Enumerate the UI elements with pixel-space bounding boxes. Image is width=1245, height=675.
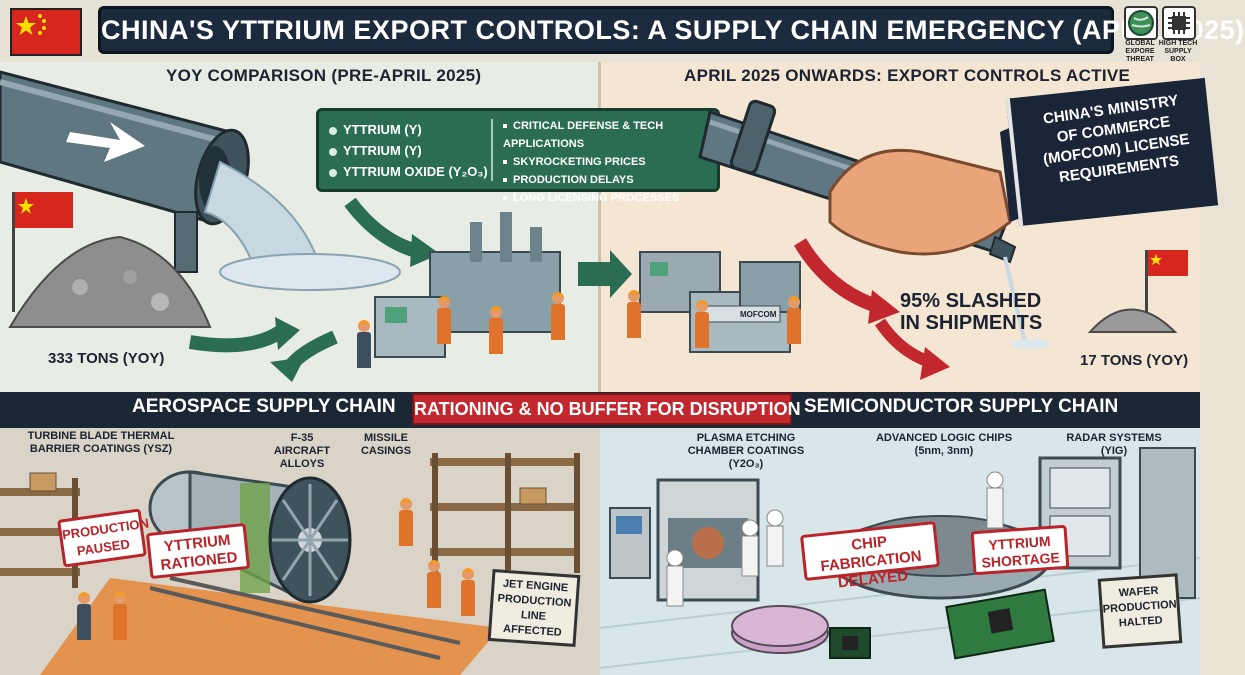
worker-icon bbox=[358, 320, 370, 332]
worker-icon bbox=[461, 580, 475, 616]
worker-icon bbox=[113, 604, 127, 640]
impact-item: SKYROCKETING PRICES bbox=[513, 156, 646, 168]
globe-icon bbox=[1124, 6, 1158, 40]
element-list: YTTRIUM (Y) YTTRIUM (Y) YTTRIUM OXIDE (Y… bbox=[329, 119, 488, 182]
impact-item: PRODUCTION DELAYS bbox=[513, 174, 634, 186]
worker-icon bbox=[400, 498, 412, 510]
worker-icon bbox=[114, 592, 126, 604]
chip-icon bbox=[1162, 6, 1196, 40]
worker-icon bbox=[551, 304, 565, 340]
impact-item: CRITICAL DEFENSE & TECH APPLICATIONS bbox=[503, 120, 664, 150]
shipment-cut-stat: 95% SLASHED IN SHIPMENTS bbox=[900, 290, 1042, 334]
factory-panel-label: MOFCOM bbox=[740, 310, 777, 319]
plasma-coatings-label: PLASMA ETCHING CHAMBER COATINGS (Y2O₃) bbox=[687, 432, 805, 470]
worker-icon bbox=[437, 308, 451, 344]
panel-divider bbox=[598, 62, 601, 428]
worker-icon bbox=[399, 510, 413, 546]
china-flag-icon bbox=[10, 8, 82, 56]
worker-icon bbox=[427, 572, 441, 608]
export-controls-heading: APRIL 2025 ONWARDS: EXPORT CONTROLS ACTI… bbox=[684, 66, 1131, 85]
pre-april-illustration bbox=[0, 70, 561, 382]
page-title: CHINA'S YTTRIUM EXPORT CONTROLS: A SUPPL… bbox=[98, 6, 1244, 54]
worker-icon bbox=[462, 568, 474, 580]
bullet-icon bbox=[503, 124, 507, 129]
worker-icon bbox=[552, 292, 564, 304]
impact-item: LONG LICENSING PROCESSES bbox=[513, 192, 680, 204]
worker-icon bbox=[357, 332, 371, 368]
worker-icon bbox=[428, 560, 440, 572]
jet-engine-sign: JET ENGINE PRODUCTION LINE AFFECTED bbox=[487, 569, 581, 647]
worker-icon bbox=[787, 308, 801, 344]
bullet-icon bbox=[329, 126, 337, 135]
bullet-icon bbox=[503, 160, 507, 165]
worker-icon bbox=[695, 312, 709, 348]
bullet-icon bbox=[503, 196, 507, 201]
element-item: YTTRIUM (Y) bbox=[343, 143, 422, 158]
worker-icon bbox=[78, 592, 90, 604]
yttrium-info-box: YTTRIUM (Y) YTTRIUM (Y) YTTRIUM OXIDE (Y… bbox=[316, 108, 720, 204]
worker-icon bbox=[696, 300, 708, 312]
info-divider bbox=[491, 119, 493, 181]
worker-icon bbox=[628, 290, 640, 302]
yttrium-shortage-stamp: YTTRIUM SHORTAGE bbox=[970, 524, 1070, 576]
pre-april-heading: YOY COMPARISON (PRE-APRIL 2025) bbox=[166, 66, 482, 85]
element-item: YTTRIUM (Y) bbox=[343, 122, 422, 137]
logic-chips-label: ADVANCED LOGIC CHIPS (5nm, 3nm) bbox=[875, 432, 1013, 457]
worker-icon bbox=[627, 302, 641, 338]
chip-icon-label: HIGH TECH SUPPLY BOX bbox=[1158, 40, 1198, 63]
shipment-cut-line1: 95% SLASHED bbox=[900, 290, 1042, 312]
worker-icon bbox=[438, 296, 450, 308]
f35-alloys-label: F-35 AIRCRAFT ALLOYS bbox=[273, 432, 331, 470]
rationing-banner: RATIONING & NO BUFFER FOR DISRUPTION bbox=[412, 393, 801, 425]
post-april-tonnage: 17 TONS (YOY) bbox=[1080, 352, 1189, 369]
wafer-halted-sign: WAFER PRODUCTION HALTED bbox=[1097, 573, 1183, 649]
worker-icon bbox=[77, 604, 91, 640]
semiconductor-heading: SEMICONDUCTOR SUPPLY CHAIN bbox=[804, 396, 1119, 417]
worker-icon bbox=[788, 296, 800, 308]
turbine-coatings-label: TURBINE BLADE THERMAL BARRIER COATINGS (… bbox=[27, 430, 175, 455]
bullet-icon bbox=[503, 178, 507, 183]
pre-april-tonnage: 333 TONS (YOY) bbox=[48, 350, 165, 367]
shipment-cut-line2: IN SHIPMENTS bbox=[900, 312, 1043, 334]
bullet-icon bbox=[329, 168, 337, 177]
worker-icon bbox=[490, 306, 502, 318]
globe-icon-label: GLOBAL EXPORE THREAT bbox=[1125, 40, 1155, 63]
impact-list: CRITICAL DEFENSE & TECH APPLICATIONS SKY… bbox=[503, 117, 717, 207]
bullet-icon bbox=[329, 147, 337, 156]
aerospace-heading: AEROSPACE SUPPLY CHAIN bbox=[132, 396, 396, 417]
element-item: YTTRIUM OXIDE (Y₂O₃) bbox=[343, 164, 488, 179]
missile-casings-label: MISSILE CASINGS bbox=[360, 432, 412, 457]
radar-systems-label: RADAR SYSTEMS (YIG) bbox=[1066, 432, 1162, 457]
worker-icon bbox=[489, 318, 503, 354]
